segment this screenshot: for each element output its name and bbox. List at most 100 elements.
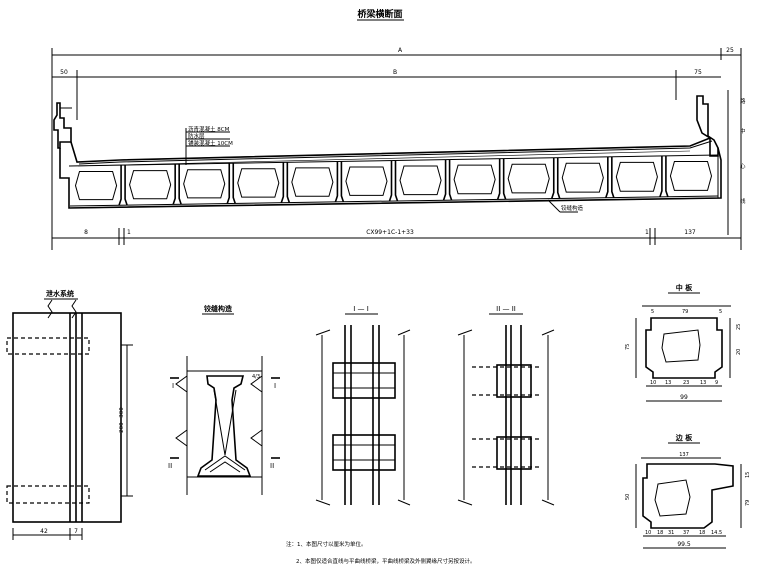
hinge-mark-top-left: I xyxy=(172,382,174,390)
section1-box-top xyxy=(332,362,396,399)
middle-slab-panel: 中 板 5 79 5 75 25 20 10 13 23 13 9 99 xyxy=(625,283,742,402)
slab-void xyxy=(237,168,280,198)
edge-slab-width: 99.5 xyxy=(677,541,691,548)
drainage-dim-right: 7 xyxy=(74,528,78,535)
hinge-mark-bottom-left: II xyxy=(168,462,172,470)
slab-joint xyxy=(172,164,182,205)
slab-void xyxy=(183,169,226,199)
section2-box-bottom xyxy=(496,436,532,470)
bottom-mid-label: CX99+1C-1+33 xyxy=(366,229,414,236)
svg-text:31: 31 xyxy=(668,530,674,536)
bottom-left-label: 8 xyxy=(84,229,88,236)
svg-text:137: 137 xyxy=(679,452,689,458)
section1-box-bottom xyxy=(332,434,396,471)
slab-joint xyxy=(226,163,237,204)
side-mark-1: 路 xyxy=(740,97,746,105)
slab-joint xyxy=(496,158,507,200)
bottom-l1-label: 1 xyxy=(127,229,131,236)
slab-joint xyxy=(605,156,615,198)
svg-text:79: 79 xyxy=(745,500,751,506)
note-1: 注：1、本图尺寸以厘米为单位。 xyxy=(286,540,367,548)
slab-void xyxy=(615,161,658,192)
slab-joint xyxy=(550,157,561,199)
slab-joint xyxy=(442,159,453,201)
dim-right-end-label: 25 xyxy=(726,47,734,54)
slab-joint xyxy=(280,162,291,203)
hinge-right-slab xyxy=(250,356,263,495)
svg-text:23: 23 xyxy=(683,380,689,386)
drainage-dim-height: 200~300 xyxy=(119,407,125,433)
slab-void xyxy=(453,164,496,195)
note-2: 2、本图仅适合直线与平曲线桥梁，平曲线桥梁及外侧翼缘尺寸另按设计。 xyxy=(296,557,476,565)
left-parapet xyxy=(53,102,72,149)
hinge-mark-top-right: I xyxy=(274,382,276,390)
drainage-dim-left: 42 xyxy=(40,528,48,535)
slab-void xyxy=(669,160,713,191)
right-parapet xyxy=(696,95,719,157)
hinge-mark-bottom-right: II xyxy=(270,462,274,470)
section2-box-top xyxy=(496,364,532,398)
section1-title: I — I xyxy=(353,305,369,313)
side-mark-2: 中 xyxy=(740,127,746,135)
side-mark-3: 心 xyxy=(740,163,746,170)
hinge-dim-top: 4/3 xyxy=(252,374,260,380)
main-title: 桥梁横断面 xyxy=(357,8,402,20)
drainage-body xyxy=(12,312,122,523)
svg-text:50: 50 xyxy=(625,494,631,500)
slab-void xyxy=(345,166,388,196)
dim-left-label: 50 xyxy=(60,69,68,76)
slab-void xyxy=(399,165,442,196)
svg-text:37: 37 xyxy=(683,530,689,536)
edge-slab-void xyxy=(654,479,691,517)
svg-text:10: 10 xyxy=(650,380,656,386)
svg-text:13: 13 xyxy=(665,380,671,386)
slab-void xyxy=(561,162,604,193)
hinge-title: 铰缝构造 xyxy=(203,304,233,313)
dim-right-label: 75 xyxy=(694,69,702,76)
hollow-slabs xyxy=(68,154,719,207)
slab-joint xyxy=(659,155,669,198)
bottom-right-label: 137 xyxy=(684,229,696,236)
hinge-label: 铰缝构造 xyxy=(561,204,584,212)
svg-text:79: 79 xyxy=(682,309,688,315)
bridge-cross-section: A 25 50 B 75 沥青混凝土 8CM 防水层 xyxy=(51,47,746,250)
edge-slab-shape xyxy=(642,463,734,529)
section2-panel: II — II xyxy=(457,305,555,506)
slab-void xyxy=(507,163,550,194)
middle-slab-title: 中 板 xyxy=(676,283,693,292)
svg-text:5: 5 xyxy=(651,309,654,315)
edge-slab-panel: 边 板 137 50 15 79 10 18 31 37 18 14.5 99.… xyxy=(625,433,751,549)
svg-text:9: 9 xyxy=(715,380,718,386)
side-mark-4: 线 xyxy=(740,197,746,205)
svg-text:15: 15 xyxy=(745,472,751,478)
dim-mid-label: B xyxy=(393,69,397,76)
svg-text:10: 10 xyxy=(645,530,651,536)
drainage-panel: 泄水系统 200~300 42 7 xyxy=(6,289,133,540)
drainage-pipe-bottom xyxy=(6,485,90,504)
svg-text:75: 75 xyxy=(625,344,631,350)
middle-slab-width: 99 xyxy=(680,394,688,401)
slab-joint xyxy=(334,161,345,203)
pavement-note-1: 沥青混凝土 8CM xyxy=(188,125,230,133)
drainage-title: 泄水系统 xyxy=(46,289,74,298)
svg-text:18: 18 xyxy=(657,530,663,536)
svg-text:18: 18 xyxy=(699,530,705,536)
section1-panel: I — I xyxy=(315,305,411,506)
pavement-note-2: 防水层 xyxy=(188,132,205,140)
hinge-leader xyxy=(547,199,561,213)
svg-text:20: 20 xyxy=(736,349,742,355)
edge-slab-title: 边 板 xyxy=(675,433,693,442)
section2-title: II — II xyxy=(496,305,516,313)
pavement-note-3: 铺装混凝土 10CM xyxy=(188,139,233,147)
svg-text:14.5: 14.5 xyxy=(711,530,722,536)
hinge-left-slab xyxy=(175,356,188,495)
dim-total-label: A xyxy=(398,47,403,54)
hinge-panel: 铰缝构造 I I II II 4/3 xyxy=(168,304,280,495)
slab-void xyxy=(74,171,118,201)
slab-joint xyxy=(118,165,128,206)
slab-void xyxy=(129,170,172,200)
slab-void xyxy=(291,167,334,197)
hinge-shape xyxy=(196,375,252,477)
svg-text:13: 13 xyxy=(700,380,706,386)
